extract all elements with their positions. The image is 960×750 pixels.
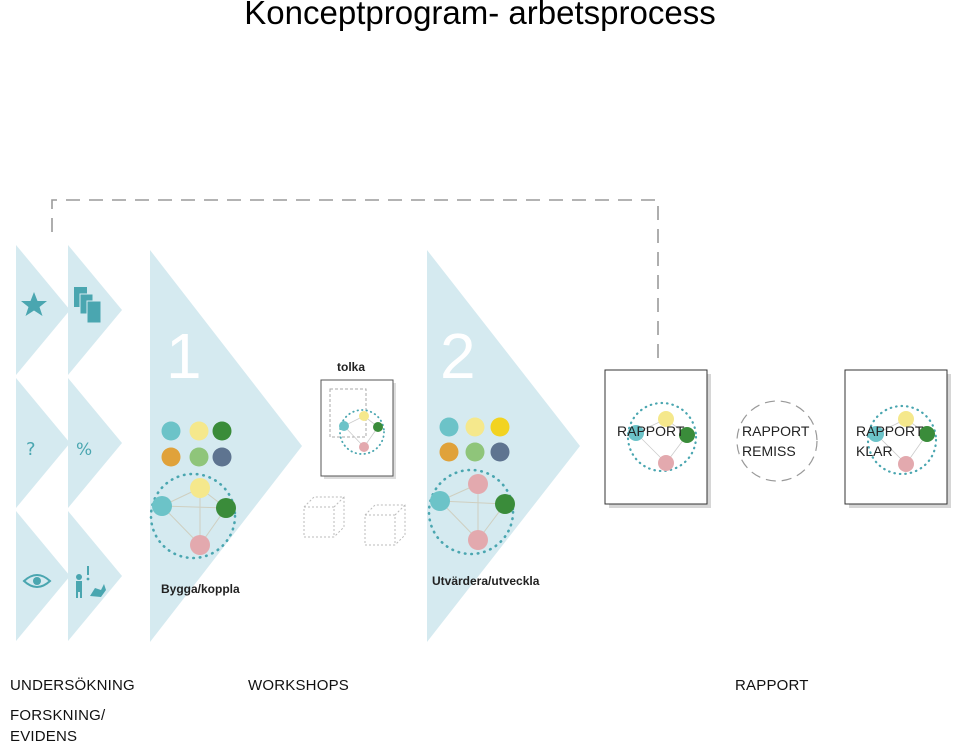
step1-color-dots	[161, 421, 232, 467]
report-remiss-line1: RAPPORT	[742, 423, 810, 439]
people-icon	[76, 566, 106, 598]
step1-network-circle	[149, 472, 237, 560]
percent-icon: %	[76, 440, 92, 460]
phase-forskning: FORSKNING/ EVIDENS	[10, 705, 105, 747]
step-2-number: 2	[440, 320, 476, 392]
phase-rapport: RAPPORT	[735, 677, 809, 694]
star-icon	[21, 292, 47, 316]
question-icon: ?	[26, 439, 36, 460]
step-1-number: 1	[166, 320, 202, 392]
eye-icon	[22, 574, 52, 588]
phase-forskning-line2: EVIDENS	[10, 728, 78, 745]
step2-caption: Utvärdera/utveckla	[432, 574, 540, 588]
step2-network-circle	[427, 468, 515, 556]
report-remiss-circle	[736, 400, 818, 482]
feedback-loop-dashed-line	[51, 199, 659, 362]
report-remiss-label: RAPPORT REMISS	[742, 421, 809, 461]
phase-undersokning: UNDERSÖKNING	[10, 677, 135, 694]
tolka-label: tolka	[337, 360, 366, 374]
tolka-document	[320, 379, 396, 479]
step2-color-dots	[439, 417, 510, 462]
cube-sketch-2	[364, 504, 406, 546]
report-klar-line1: RAPPORT	[856, 423, 924, 439]
page-title: Konceptprogram- arbetsprocess	[244, 0, 716, 31]
report-document-1	[604, 369, 711, 508]
report-document-3	[844, 369, 951, 508]
report-klar-label: RAPPORT KLAR	[856, 421, 923, 461]
report-1-label: RAPPORT	[617, 423, 685, 439]
phase-forskning-line1: FORSKNING/	[10, 707, 106, 724]
workshop-triangle-1	[150, 250, 302, 642]
report-klar-line2: KLAR	[856, 443, 893, 459]
cube-sketch-1	[303, 496, 345, 538]
report-remiss-line2: REMISS	[742, 443, 796, 459]
phase-workshops: WORKSHOPS	[248, 677, 349, 694]
documents-icon	[74, 287, 102, 324]
step1-caption: Bygga/koppla	[161, 582, 240, 596]
